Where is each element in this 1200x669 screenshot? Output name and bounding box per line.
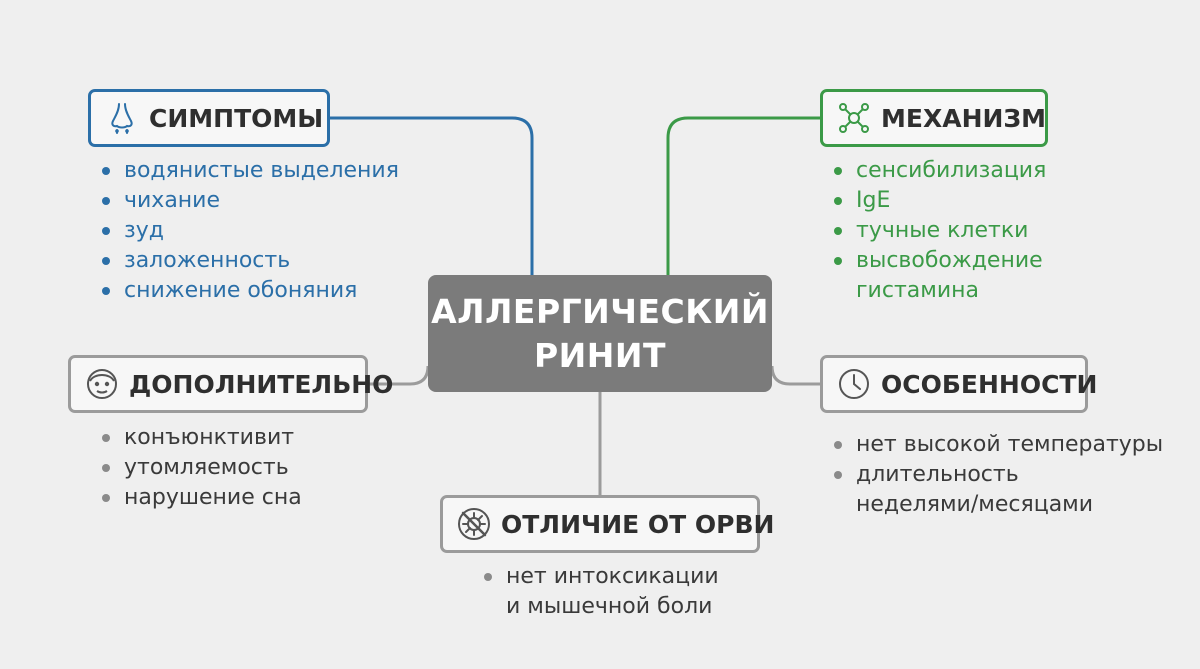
list-item-continuation: и мышечной боли <box>506 594 713 619</box>
clock-icon <box>837 367 871 401</box>
list-item: заложенность <box>94 246 399 276</box>
features-list: нет высокой температуры длительность нед… <box>826 430 1163 520</box>
central-topic: АЛЛЕРГИЧЕСКИЙ РИНИТ <box>428 275 772 392</box>
connector-mechanism <box>666 116 820 275</box>
list-item: нет высокой температуры <box>826 430 1163 460</box>
molecule-icon <box>837 101 871 135</box>
central-topic-line1: АЛЛЕРГИЧЕСКИЙ <box>431 291 769 331</box>
additional-title: ДОПОЛНИТЕЛЬНО <box>129 369 394 399</box>
difference-title: ОТЛИЧИЕ ОТ ОРВИ <box>501 509 775 539</box>
mechanism-list: сенсибилизация IgE тучные клетки высвобо… <box>826 156 1046 306</box>
symptoms-title: СИМПТОМЫ <box>149 103 324 133</box>
list-item: сенсибилизация <box>826 156 1046 186</box>
list-item: чихание <box>94 186 399 216</box>
list-item: водянистые выделения <box>94 156 399 186</box>
symptoms-node: СИМПТОМЫ <box>88 89 330 147</box>
list-item: высвобождение <box>826 246 1046 276</box>
connector-features <box>770 365 820 386</box>
symptoms-list: водянистые выделения чихание зуд заложен… <box>94 156 399 306</box>
mechanism-node: МЕХАНИЗМ <box>820 89 1048 147</box>
list-item: нарушение сна <box>94 483 302 513</box>
connector-symptoms <box>330 116 534 275</box>
list-item-continuation: гистамина <box>856 278 980 303</box>
features-node: ОСОБЕННОСТИ <box>820 355 1097 413</box>
virus-crossed-icon <box>457 507 491 541</box>
list-item: нет интоксикации <box>476 562 719 592</box>
connector-additional <box>368 365 430 386</box>
central-topic-line2: РИНИТ <box>533 335 667 375</box>
list-item: утомляемость <box>94 453 302 483</box>
list-item: конъюнктивит <box>94 423 302 453</box>
list-item: тучные клетки <box>826 216 1046 246</box>
additional-list: конъюнктивит утомляемость нарушение сна <box>94 423 302 513</box>
features-title: ОСОБЕННОСТИ <box>881 369 1098 399</box>
list-item: зуд <box>94 216 399 246</box>
mechanism-title: МЕХАНИЗМ <box>881 103 1047 133</box>
face-icon <box>85 367 119 401</box>
additional-node: ДОПОЛНИТЕЛЬНО <box>68 355 393 413</box>
nose-icon <box>105 101 139 135</box>
difference-list: нет интоксикации и мышечной боли <box>476 562 719 622</box>
list-item: снижение обоняния <box>94 276 399 306</box>
list-item: IgE <box>826 186 1046 216</box>
difference-node: ОТЛИЧИЕ ОТ ОРВИ <box>440 495 774 553</box>
list-item: длительность <box>826 460 1163 490</box>
list-item-continuation: неделями/месяцами <box>856 492 1094 517</box>
